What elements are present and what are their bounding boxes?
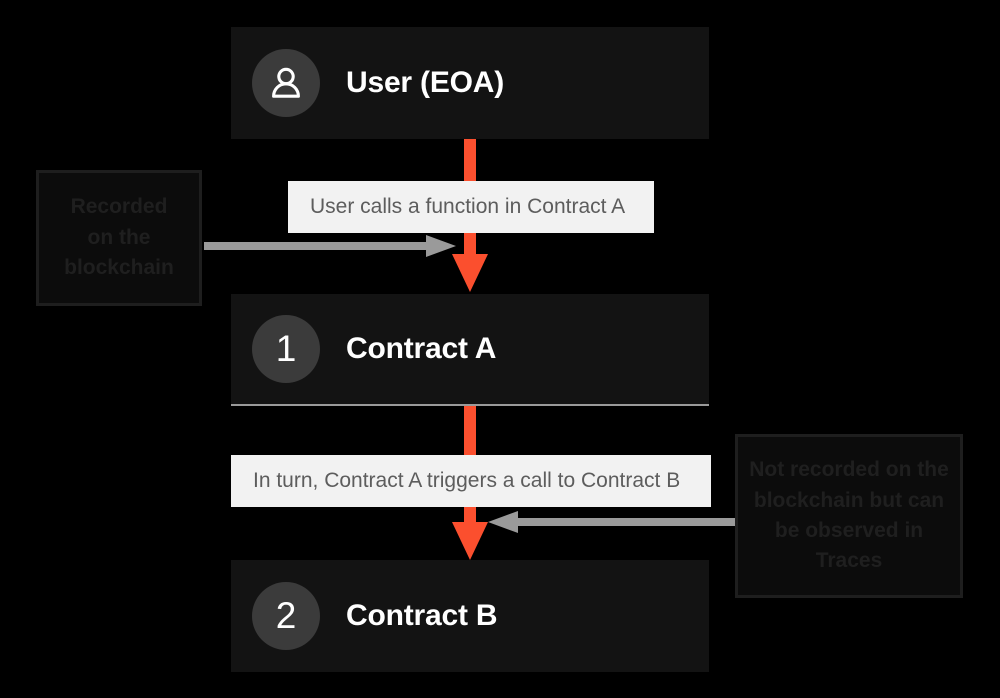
node-label: Contract A [346,332,497,365]
pointer-arrow-not-recorded [488,511,740,533]
annotation-recorded-on-blockchain: Recorded on the blockchain [36,170,202,306]
annotation-line: Not recorded on the [749,458,949,482]
annotation-line: be observed in [774,519,924,542]
edge-label-text: User calls a function in Contract A [310,195,626,218]
node-label: User (EOA) [346,66,505,99]
step-number-badge: 2 [252,582,320,650]
annotation-line: Recorded [70,195,168,219]
node-contract-b[interactable]: 2 Contract B [231,560,709,672]
annotation-line: blockchain [64,256,174,280]
annotation-line: on the [87,225,151,249]
node-label: Contract B [346,599,498,632]
node-contract-a[interactable]: 1 Contract A [231,294,709,406]
edge-label-text: In turn, Contract A triggers a call to C… [253,469,681,492]
edge-label-contract-a-to-contract-b: In turn, Contract A triggers a call to C… [231,455,711,507]
step-number-badge: 1 [252,315,320,383]
person-icon [266,63,306,103]
edge-label-user-to-contract-a: User calls a function in Contract A [288,181,654,233]
avatar [252,49,320,117]
annotation-line: blockchain but can [753,488,945,512]
annotation-not-recorded-traces: Not recorded on the blockchain but can b… [735,434,963,598]
annotation-line: Traces [815,549,883,573]
node-user[interactable]: User (EOA) [231,27,709,139]
pointer-arrow-recorded [204,235,456,257]
